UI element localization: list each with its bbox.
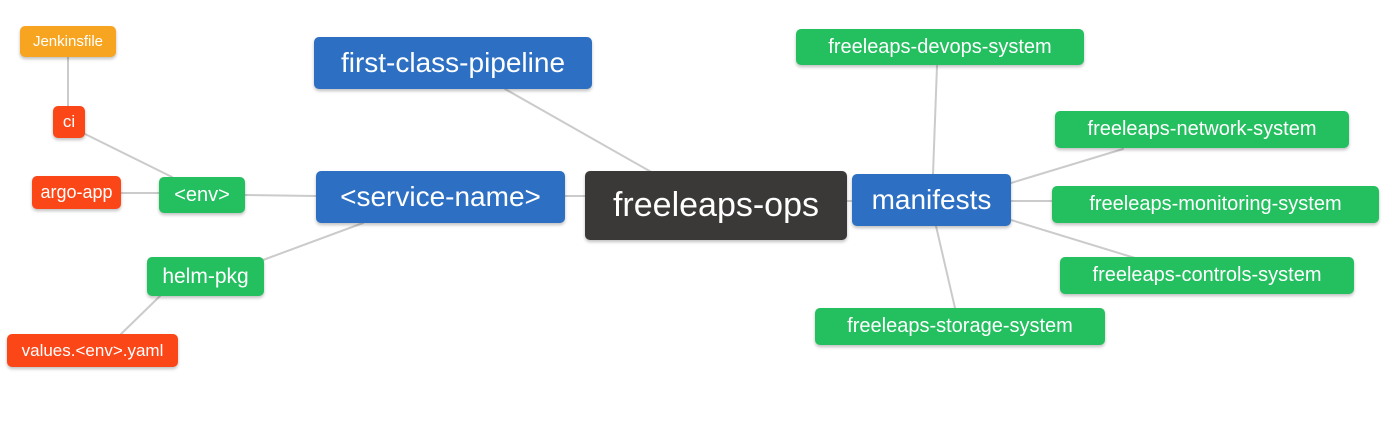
- edge-manifests-devops: [932, 65, 938, 175]
- edge-manifests-storage: [935, 225, 956, 309]
- node-helm-pkg[interactable]: helm-pkg: [147, 257, 264, 296]
- edge-helmpkg-servicename: [262, 222, 364, 261]
- edge-pipeline-root: [504, 88, 654, 174]
- node-manifests[interactable]: manifests: [852, 174, 1011, 226]
- edge-values-helmpkg: [119, 295, 161, 336]
- node-controls-system[interactable]: freeleaps-controls-system: [1060, 257, 1354, 294]
- edge-ci-env: [82, 132, 173, 178]
- node-first-class-pipeline[interactable]: first-class-pipeline: [314, 37, 592, 89]
- edge-manifests-controls: [1010, 219, 1136, 259]
- node-devops-system[interactable]: freeleaps-devops-system: [796, 29, 1084, 65]
- node-freeleaps-ops-root[interactable]: freeleaps-ops: [585, 171, 847, 240]
- edge-manifests-network: [1010, 148, 1124, 184]
- node-service-name[interactable]: <service-name>: [316, 171, 565, 223]
- node-env[interactable]: <env>: [159, 177, 245, 213]
- node-monitoring-system[interactable]: freeleaps-monitoring-system: [1052, 186, 1379, 223]
- node-network-system[interactable]: freeleaps-network-system: [1055, 111, 1349, 148]
- node-storage-system[interactable]: freeleaps-storage-system: [815, 308, 1105, 345]
- node-values-env-yaml[interactable]: values.<env>.yaml: [7, 334, 178, 367]
- node-ci[interactable]: ci: [53, 106, 85, 138]
- node-argo-app[interactable]: argo-app: [32, 176, 121, 209]
- node-jenkinsfile[interactable]: Jenkinsfile: [20, 26, 116, 57]
- edge-env-servicename: [244, 194, 317, 197]
